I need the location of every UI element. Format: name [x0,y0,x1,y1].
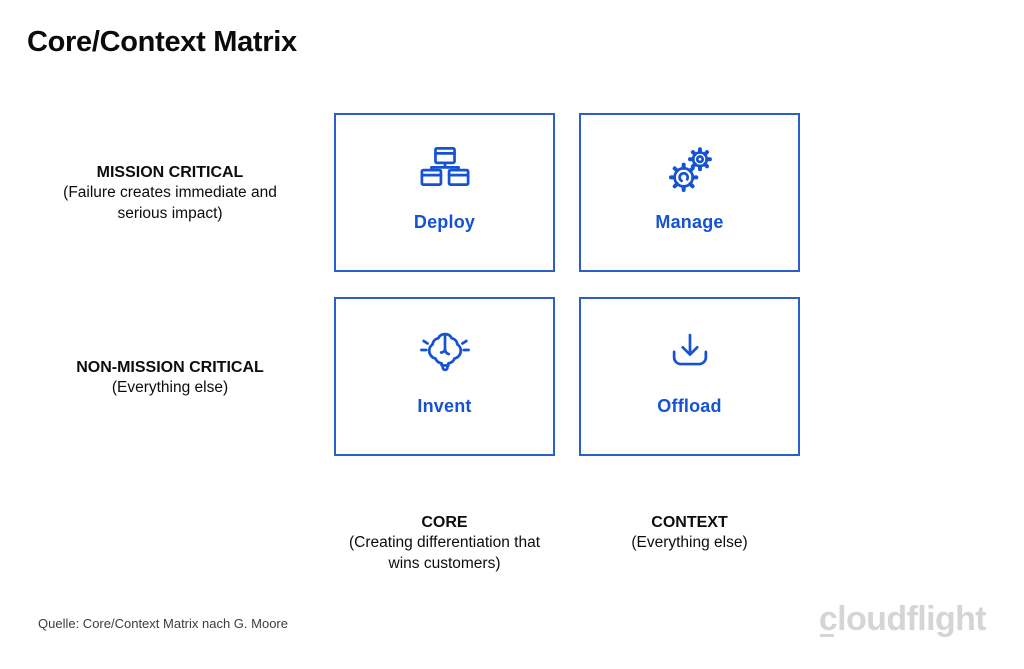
download-tray-icon [672,333,707,366]
gears-icon [668,147,712,193]
quadrant-invent: Invent [334,297,555,456]
brain-lightbulb-icon [419,332,470,372]
quadrant-offload: Offload [579,297,800,456]
row-label-subtitle: (Everything else) [111,379,229,396]
row-label-title: NON-MISSION CRITICAL [76,359,264,376]
logo-text: loudflight [837,600,986,638]
row-label-title: MISSION CRITICAL [96,164,244,181]
quadrant-label: Invent [417,396,472,416]
quadrant-label: Offload [657,396,722,416]
page-title: Core/Context Matrix [27,26,297,58]
column-label-title: CONTEXT [651,514,728,531]
quadrant-manage: Manage [579,113,800,272]
row-label-subtitle: (Failure creates immediate and serious i… [63,184,277,222]
column-label-subtitle: (Creating differentiation that wins cust… [349,534,540,572]
column-label-core: CORE (Creating differentiation that wins… [334,512,555,574]
column-label-title: CORE [421,514,468,531]
quadrant-label: Manage [655,212,724,232]
quadrant-deploy: Deploy [334,113,555,272]
cloudflight-logo: cloudflight [818,599,987,639]
source-attribution: Quelle: Core/Context Matrix nach G. Moor… [38,616,288,631]
quadrant-label: Deploy [413,212,476,232]
column-label-context: CONTEXT (Everything else) [579,512,800,554]
server-hierarchy-icon [420,146,469,186]
row-label-mission-critical: MISSION CRITICAL (Failure creates immedi… [35,162,305,224]
row-label-non-mission-critical: NON-MISSION CRITICAL (Everything else) [35,357,305,399]
logo-underlined-c: c [818,600,838,638]
column-label-subtitle: (Everything else) [631,534,748,551]
